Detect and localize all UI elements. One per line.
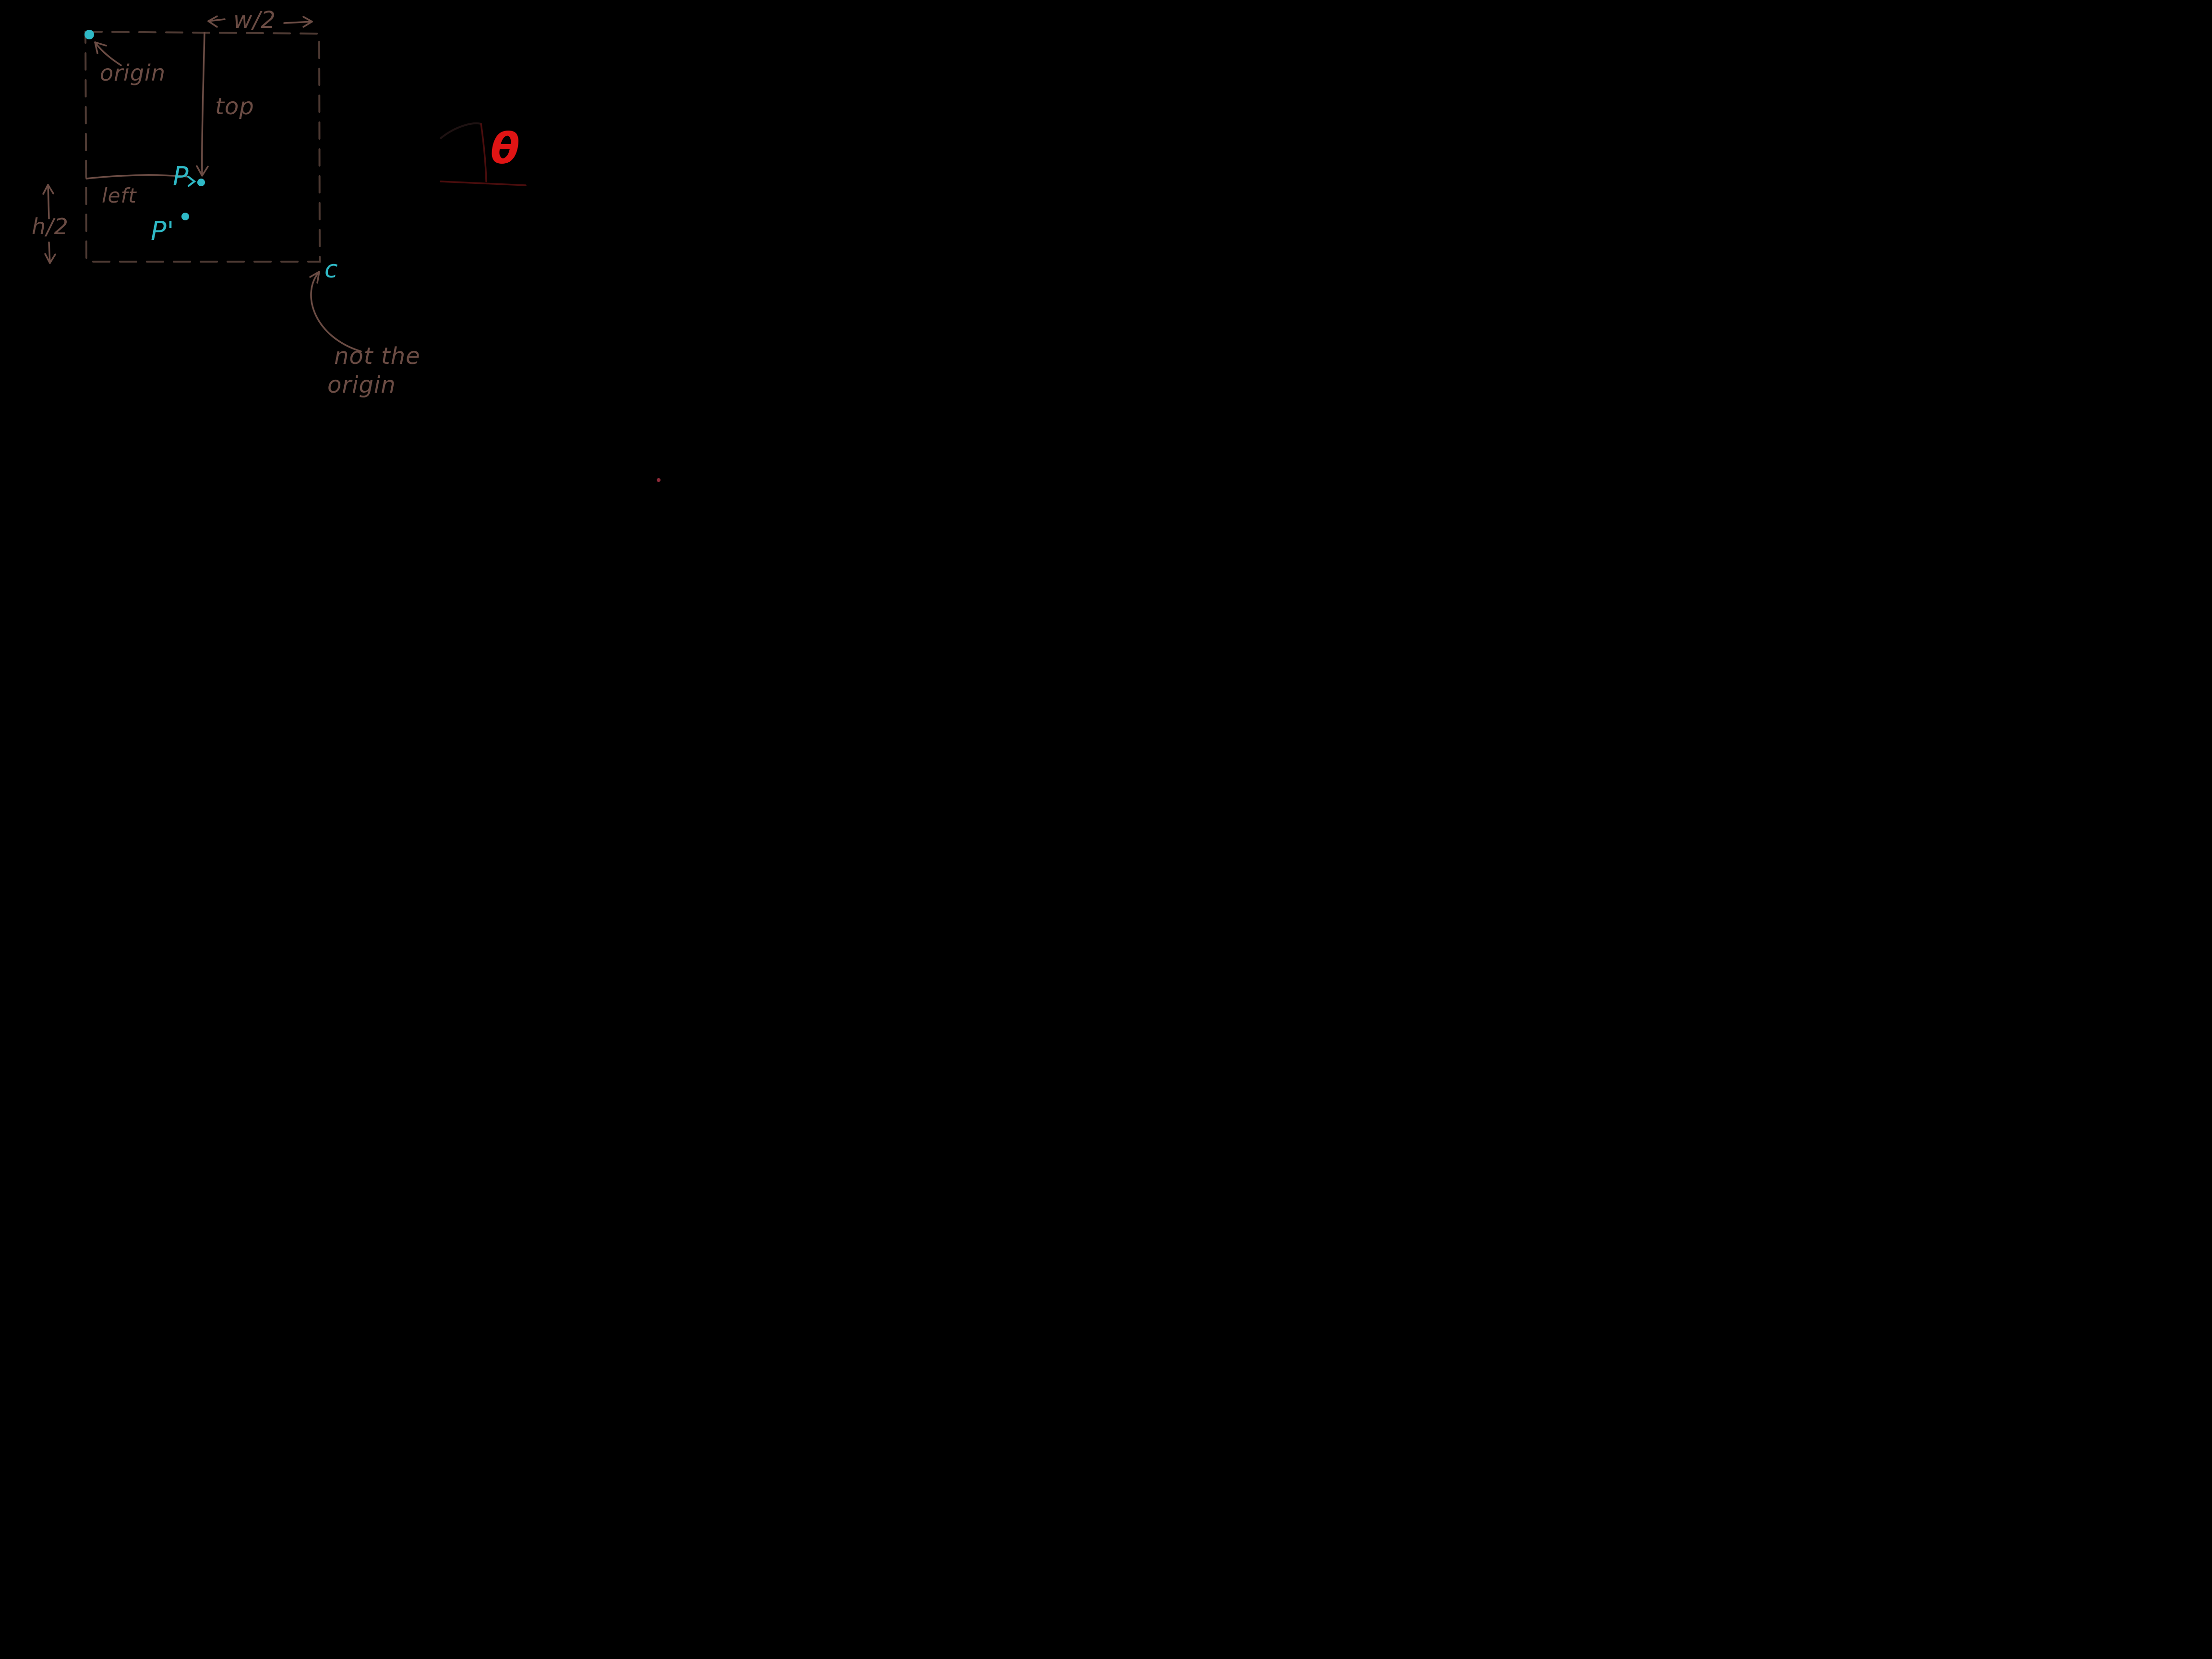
not-origin-label-line2: origin	[327, 372, 396, 398]
origin-arrow	[94, 41, 122, 66]
origin-label: origin	[100, 60, 166, 86]
not-origin-arrow-head	[309, 271, 320, 284]
stray-mark	[657, 478, 661, 482]
half-width-arrow-left	[207, 18, 226, 22]
half-height-arrow-up-head	[42, 184, 54, 195]
top-line-arrow-head	[196, 165, 209, 177]
origin-arrow-head	[94, 41, 107, 54]
origin-dot	[84, 30, 94, 39]
point-p-prime-dot	[181, 213, 189, 220]
half-height-label: h/2	[32, 214, 69, 240]
left-line	[85, 174, 189, 180]
half-width-arrow-right	[283, 21, 313, 24]
half-width-arrow-left-head	[207, 15, 218, 28]
angle-baseline	[440, 180, 527, 186]
left-label: left	[102, 184, 137, 207]
top-line	[201, 32, 205, 175]
half-height-arrow-down	[48, 241, 51, 264]
theta-label: θ	[491, 124, 520, 173]
point-p-prime-label: P'	[151, 216, 174, 246]
angle-arc	[440, 122, 482, 139]
half-height-arrow-up	[47, 184, 50, 219]
point-p-chevron	[187, 176, 196, 187]
image-rect	[84, 30, 321, 263]
half-height-arrow-down-head	[44, 253, 56, 264]
angle-ray	[480, 123, 487, 182]
top-label: top	[215, 93, 254, 120]
corner-c-label: c	[325, 255, 338, 283]
not-origin-arrow	[310, 273, 362, 352]
point-p-label: P	[173, 161, 189, 192]
not-origin-label-line1: not the	[334, 343, 421, 370]
sketch-canvas: origin w/2 top left h/2 P P' c not the	[0, 0, 737, 553]
half-width-arrow-right-head	[302, 16, 313, 28]
sketch-svg: origin w/2 top left h/2 P P' c not the	[32, 7, 661, 482]
half-width-label: w/2	[233, 7, 276, 34]
point-p-dot	[197, 179, 205, 186]
